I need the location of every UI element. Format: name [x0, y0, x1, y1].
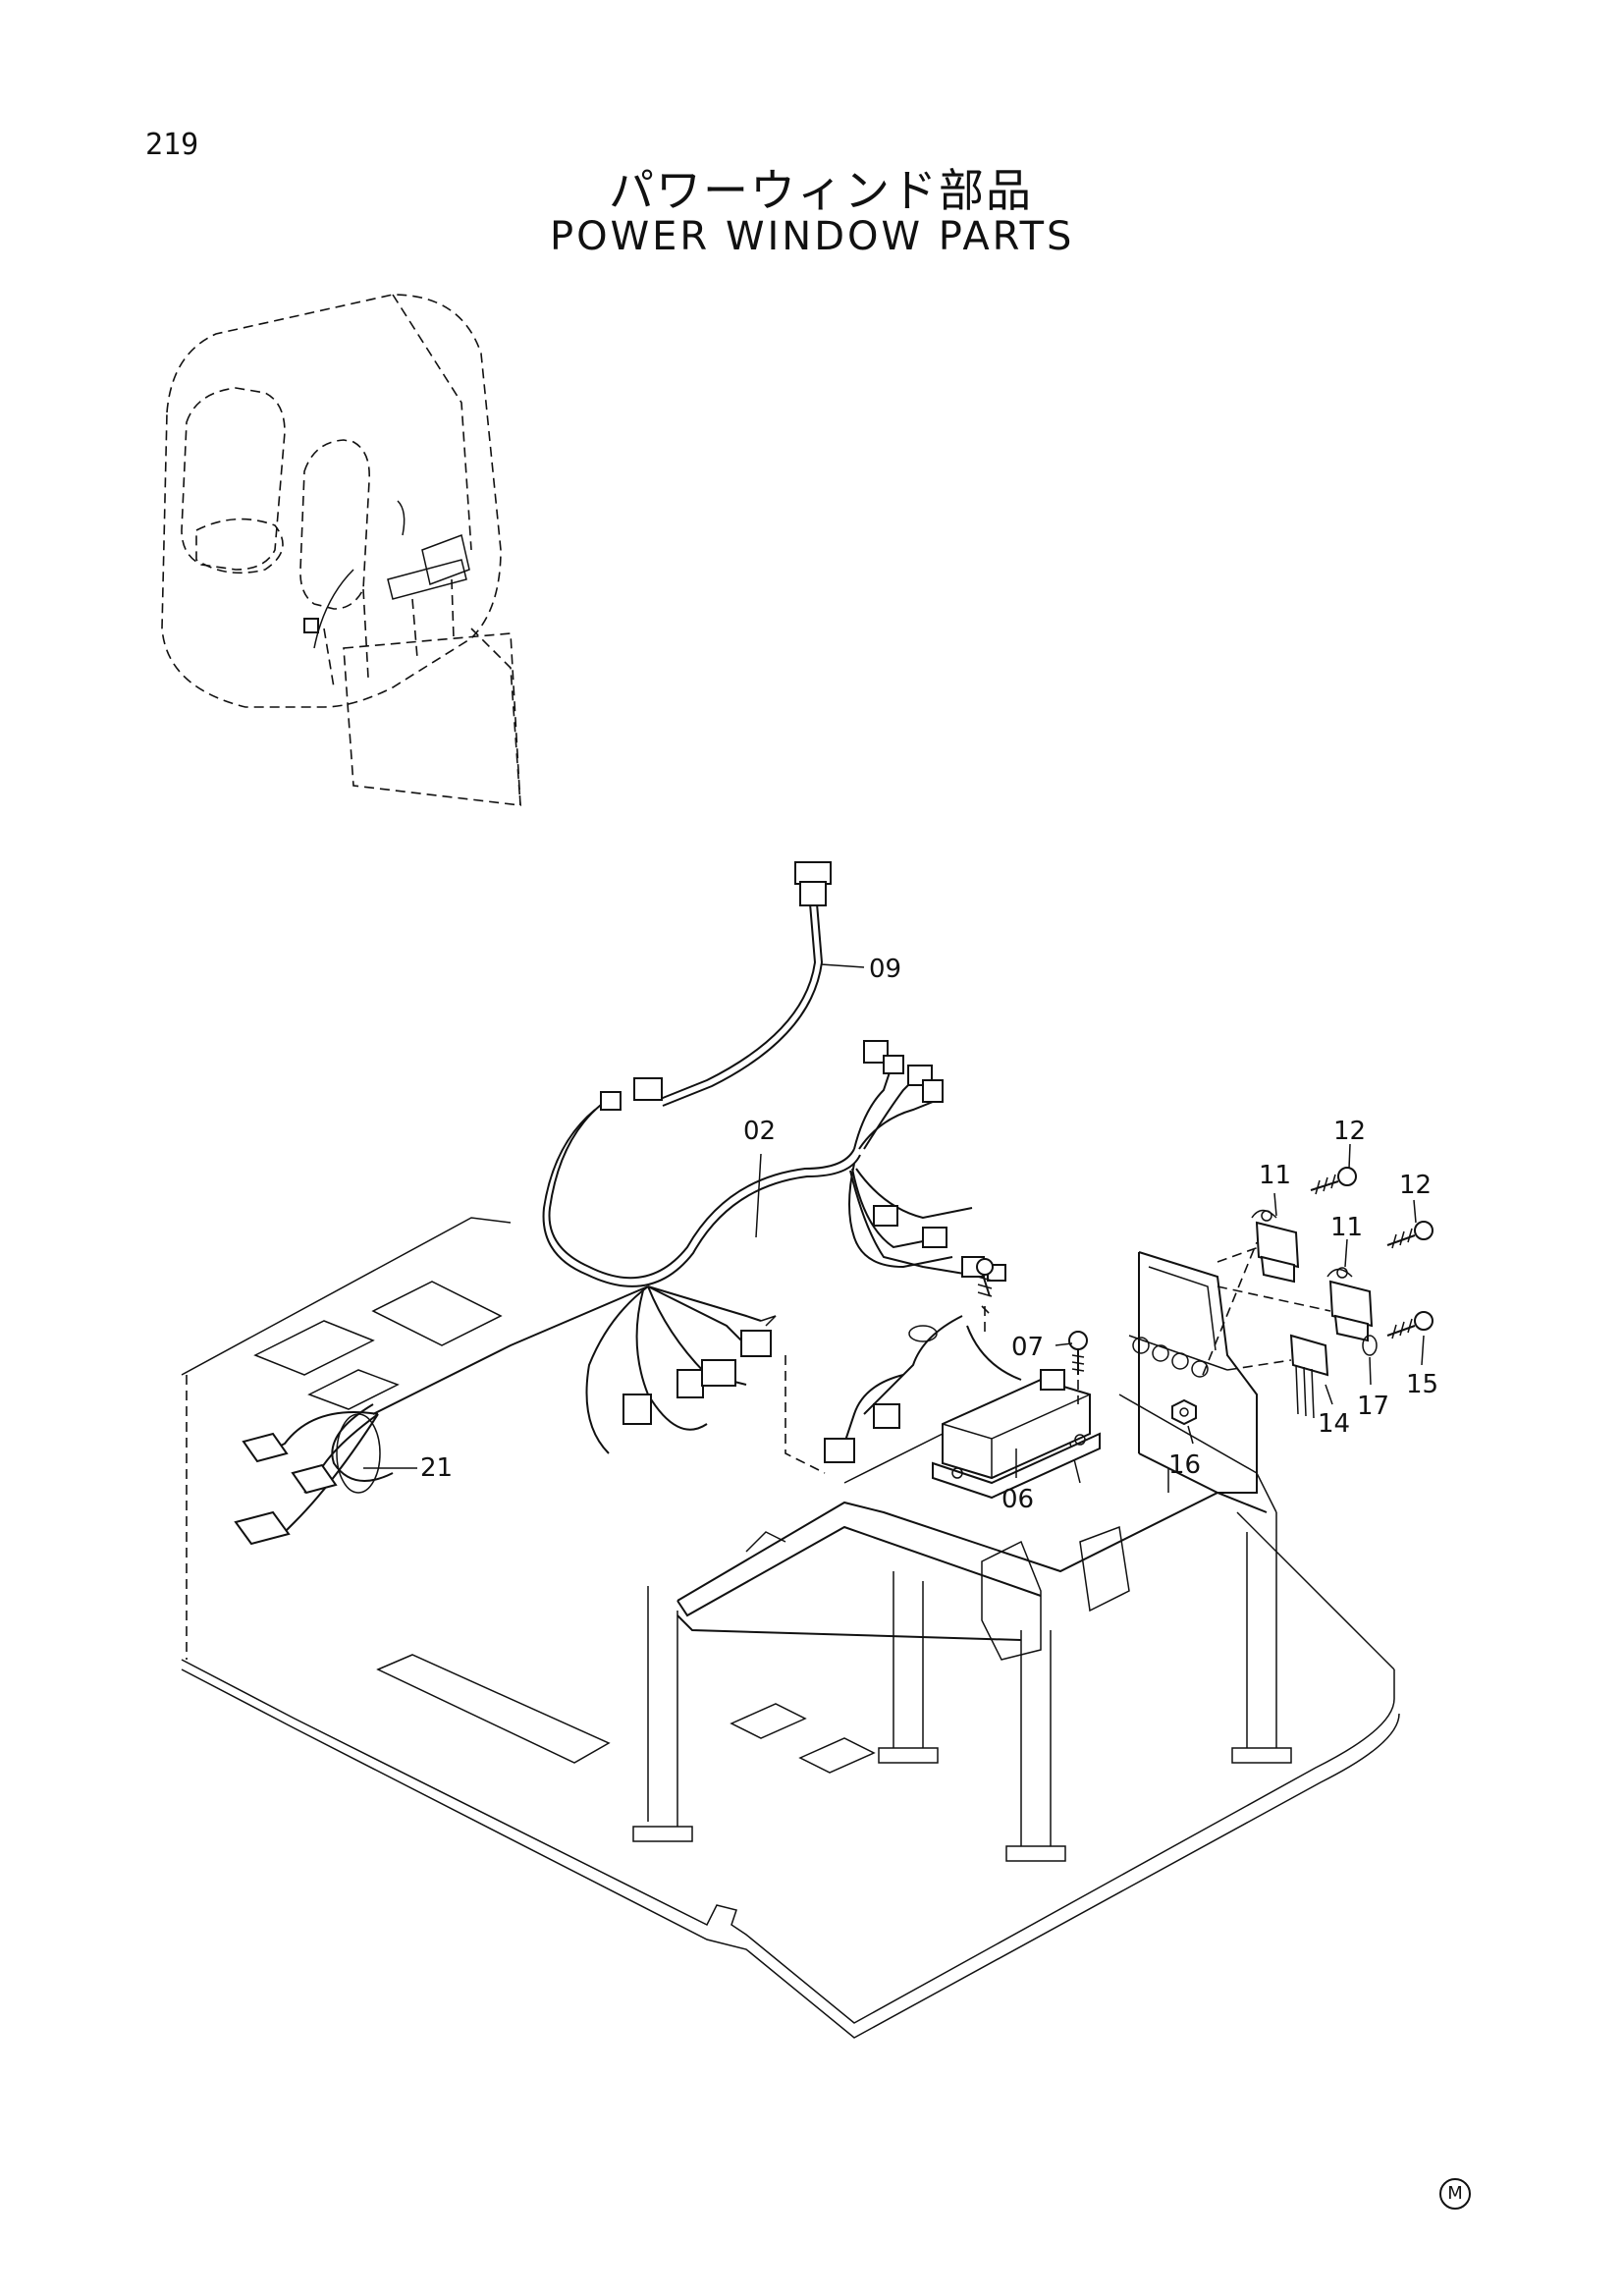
cab-overview-illustration — [161, 294, 521, 806]
screw-07 — [1068, 1331, 1088, 1404]
callout-15: 15 — [1406, 1370, 1438, 1399]
title-japanese: パワーウィンド部品 — [609, 164, 1033, 217]
callout-11-upper: 11 — [1259, 1161, 1291, 1190]
support-stand — [632, 1394, 1292, 1862]
bolt-15 — [1386, 1311, 1434, 1339]
controller-unit — [932, 1378, 1101, 1500]
registered-mark: M — [1439, 2178, 1471, 2210]
page-number: 219 — [145, 128, 199, 162]
callout-17: 17 — [1357, 1392, 1389, 1421]
callout-21: 21 — [420, 1453, 453, 1483]
callout-09: 09 — [869, 955, 901, 984]
bolt-lower-12 — [1386, 1221, 1434, 1249]
relay-14 — [1289, 1334, 1329, 1419]
callout-14: 14 — [1318, 1409, 1350, 1439]
callout-06: 06 — [1001, 1485, 1034, 1514]
callout-02: 02 — [743, 1117, 776, 1146]
callout-12-upper: 12 — [1333, 1117, 1366, 1146]
washer-17 — [1362, 1335, 1378, 1356]
nut-16 — [1171, 1398, 1197, 1426]
wire-harness — [234, 861, 1065, 1546]
mounting-bracket — [1128, 1251, 1258, 1494]
callout-07: 07 — [1011, 1333, 1044, 1362]
title-english: POWER WINDOW PARTS — [550, 214, 1075, 259]
bolt-upper-12 — [1310, 1167, 1357, 1195]
callout-16: 16 — [1168, 1450, 1201, 1480]
relay-upper-11 — [1251, 1209, 1300, 1284]
callout-11-lower: 11 — [1330, 1213, 1363, 1242]
callout-12-lower: 12 — [1399, 1171, 1432, 1200]
relay-lower-11 — [1326, 1267, 1374, 1342]
floor-plate — [181, 1217, 1400, 2039]
leader-lines — [363, 963, 1425, 1478]
